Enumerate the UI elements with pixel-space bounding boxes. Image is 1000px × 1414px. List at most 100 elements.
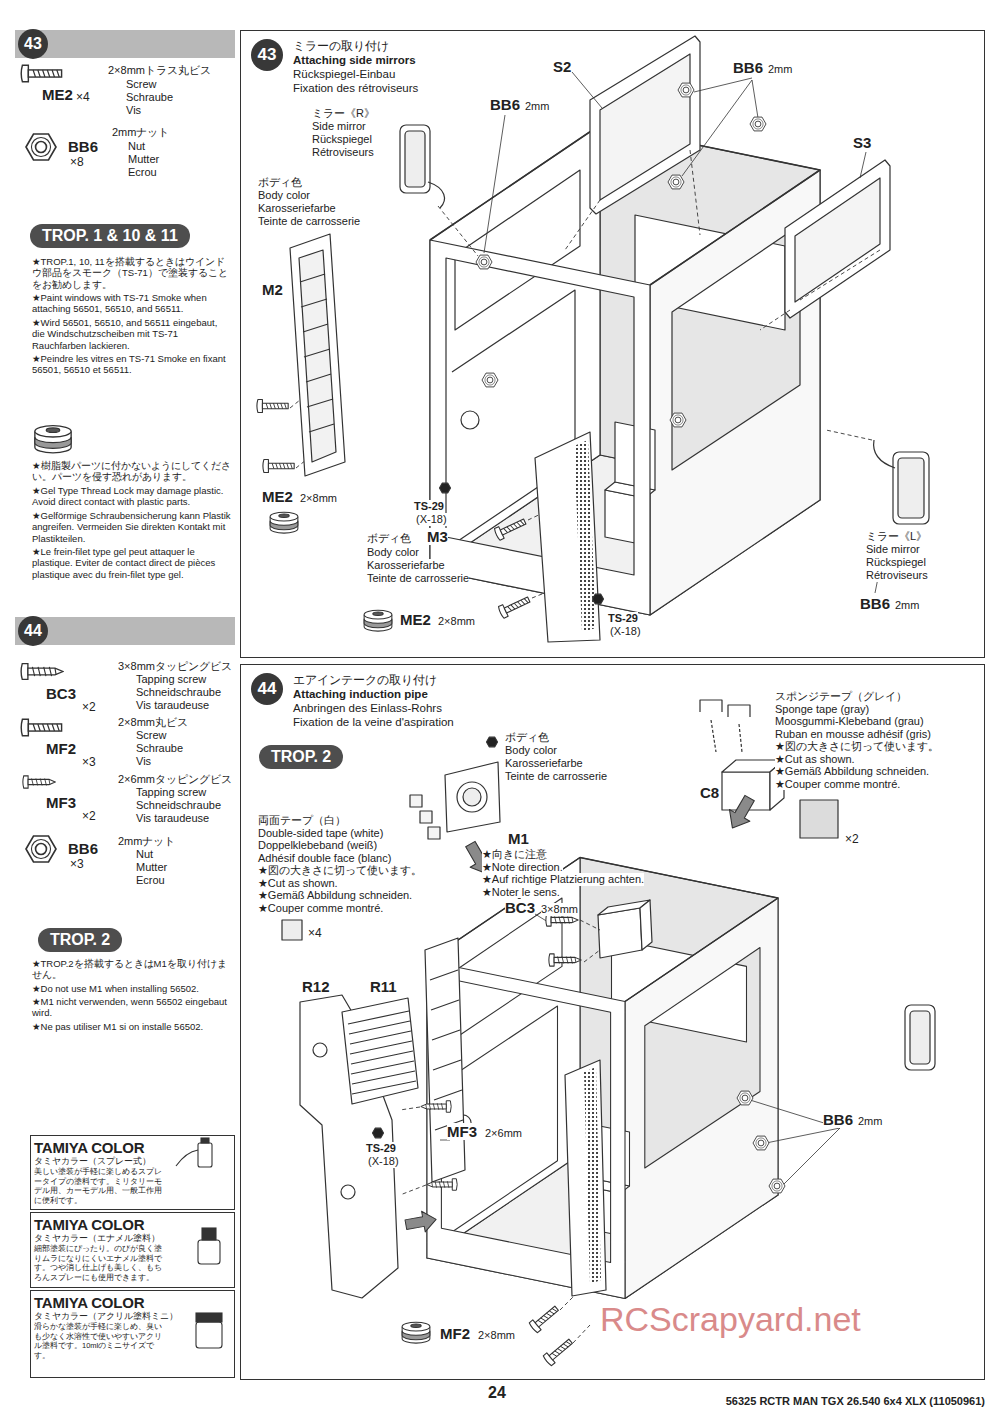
brand-name: TAMIYA COLOR: [34, 1139, 231, 1156]
annotation: ボディ色: [258, 176, 302, 189]
part-code: R11: [370, 978, 397, 995]
option-label: TROP. 2: [271, 747, 331, 766]
annotation: ★Auf richtige Platzierung achten.: [482, 873, 644, 886]
annotation: Body color: [258, 189, 310, 202]
step-43-illustration: [257, 36, 929, 642]
note-text: ★Gelförmige Schraubensicherung kann Plas…: [32, 510, 235, 544]
page-number: 24: [488, 1384, 506, 1402]
annotation: Vis taraudeuse: [136, 699, 209, 712]
paint-icons: [176, 1150, 198, 1166]
annotation: 2mm: [895, 599, 919, 612]
paint-info-box: TAMIYA COLORタミヤカラー（エナメル塗料）細部塗装にぴったり。のびが良…: [30, 1212, 235, 1288]
intake-piece: [598, 908, 642, 958]
fasteners: [750, 117, 766, 131]
window-parts: [590, 36, 890, 318]
step-number: 43: [251, 39, 283, 71]
annotation: スポンジテープ（グレイ）: [775, 690, 907, 703]
paint-description: 美しい塗装が手軽に楽しめるスプレータイプの塗料です。ミリタリーモデル用、カーモデ…: [34, 1167, 168, 1205]
annotation: Doppelklebeband (weiß): [258, 839, 377, 852]
grab-handle: [425, 938, 465, 1182]
model-code: 56325 RCTR MAN TGX 26.540 6x4 XLX (11050…: [726, 1395, 985, 1408]
annotation: 2×6mm: [485, 1127, 522, 1140]
paint-info-box: TAMIYA COLORタミヤカラー（スプレー式）美しい塗装が手軽に楽しめるスプ…: [30, 1135, 235, 1210]
parts-list-icons: [21, 65, 61, 82]
note-text: ★TROP.2を搭載するときはM1を取り付けません。: [32, 958, 232, 981]
annotation: ★Gemäß Abbildung schneiden.: [775, 765, 929, 778]
grille-r12-r11: [313, 1043, 327, 1057]
direction-arrows: [404, 1209, 438, 1235]
parts-list-icons: [26, 134, 56, 160]
fasteners: [440, 483, 451, 493]
intake-bracket-m1: [282, 920, 302, 940]
step-m3: [535, 432, 600, 642]
fasteners: [670, 413, 686, 427]
paint-icons: [202, 1228, 216, 1240]
annotation: Mutter: [136, 861, 167, 874]
fasteners: [257, 83, 888, 631]
grille-r12-r11: [342, 998, 418, 1104]
step-header-bar: 44: [15, 617, 235, 645]
quantity: ×3: [70, 857, 84, 871]
annotation: Ecrou: [128, 166, 157, 179]
parts-list-icons: [26, 836, 56, 862]
annotation: Body color: [505, 744, 557, 757]
parts-list-icons: [35, 426, 71, 453]
part-code: BB6: [860, 595, 890, 612]
grab-handle-m2: [290, 234, 345, 476]
paint-code: TS-29: [414, 500, 444, 513]
step-m3: [565, 1060, 606, 1296]
guide-lines: [565, 150, 880, 330]
quantity: ×3: [82, 755, 96, 769]
fasteners: [678, 83, 694, 97]
intake-bracket-m1: [457, 782, 487, 812]
annotation: (X-18): [610, 625, 641, 638]
annotation: 2×8mm: [478, 1329, 515, 1342]
annotation: ミラー《L》: [866, 530, 927, 543]
annotation: Karosseriefarbe: [505, 757, 583, 770]
quantity: ×4: [308, 926, 322, 940]
part-code: M2: [262, 281, 283, 298]
annotation: Rétroviseurs: [312, 146, 374, 159]
fasteners: [498, 594, 532, 619]
fasteners: [546, 914, 578, 926]
brand-name: TAMIYA COLOR: [34, 1294, 231, 1311]
annotation: (X-18): [368, 1155, 399, 1168]
guide-lines: [400, 920, 600, 1343]
part-code: S3: [853, 134, 871, 151]
option-tag: TROP. 1 & 10 & 11: [30, 224, 190, 248]
annotation: Nut: [136, 848, 153, 861]
annotation: Schraube: [136, 742, 183, 755]
annotation: 2mm: [858, 1115, 882, 1128]
annotation: ★図の大きさに切って使います。: [775, 740, 939, 753]
quantity: ×2: [82, 809, 96, 823]
annotation: Body color: [367, 546, 419, 559]
paint-description: 滑らかな塗装が手軽に楽しめ、臭いも少なく水溶性で使いやすいアクリル塗料です。10…: [34, 1322, 168, 1360]
step-header-bar: 43: [15, 30, 235, 58]
annotation: Side mirror: [312, 120, 366, 133]
annotation: Schraube: [126, 91, 173, 104]
annotation: Tapping screw: [136, 673, 206, 686]
annotation: Adhésif double face (blanc): [258, 852, 391, 865]
part-code: MF3: [46, 794, 76, 811]
annotation: 2mmナット: [118, 835, 175, 848]
part-code: BC3: [505, 899, 535, 916]
annotation: Nut: [128, 140, 145, 153]
fasteners: [421, 1101, 451, 1112]
part-code: ME2: [42, 86, 73, 103]
part-code: BC3: [46, 685, 76, 702]
fasteners: [402, 1322, 430, 1343]
part-code: BB6: [823, 1111, 853, 1128]
part-code: M1: [508, 830, 529, 847]
fasteners: [364, 610, 392, 631]
fasteners: [373, 737, 786, 1366]
annotation: Tapping screw: [136, 786, 206, 799]
annotation: 両面テープ（白）: [258, 814, 346, 827]
grab-handle: [425, 938, 465, 1182]
option-label: TROP. 1 & 10 & 11: [42, 226, 178, 245]
side-mirrors: [874, 440, 895, 468]
annotation: Mutter: [128, 153, 159, 166]
paint-type: タミヤカラー（スプレー式）: [34, 1156, 231, 1167]
intake-piece: [640, 900, 652, 950]
part-code: C8: [700, 784, 719, 801]
paint-icons: [198, 1240, 220, 1264]
